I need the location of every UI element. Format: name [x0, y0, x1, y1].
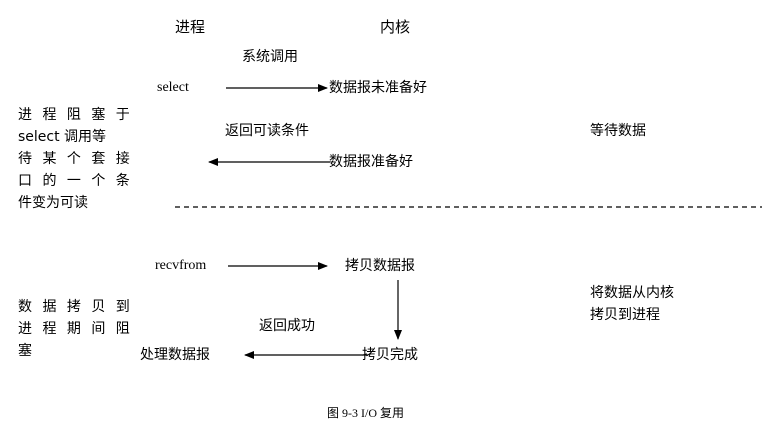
- select-blocking-note-line: 进 程 阻 塞 于: [18, 107, 133, 123]
- select-call-label: select: [157, 80, 189, 95]
- copy-blocking-note-line: 数 据 拷 贝 到: [18, 299, 133, 315]
- recvfrom-call-label: recvfrom: [155, 258, 207, 273]
- select-blocking-note-line: 件变为可读: [18, 195, 88, 211]
- syscall-label: 系统调用: [242, 49, 298, 65]
- kernel-wait-data-label: 等待数据: [590, 123, 646, 139]
- process-datagram-label: 处理数据报: [140, 347, 210, 363]
- copy-blocking-note-line: 塞: [18, 343, 35, 359]
- kernel-copy-note-line: 拷贝到进程: [590, 307, 660, 323]
- datagram-ready-label: 数据报准备好: [329, 154, 413, 170]
- select-blocking-note-line: 待 某 个 套 接: [18, 151, 133, 167]
- copy-blocking-note: 数 据 拷 贝 到 进 程 期 间 阻 塞: [18, 296, 133, 362]
- process-column-header: 进程: [175, 18, 206, 36]
- copy-done-label: 拷贝完成: [362, 347, 418, 363]
- datagram-not-ready-label: 数据报未准备好: [329, 80, 427, 96]
- kernel-copy-note-line: 将数据从内核: [590, 285, 674, 301]
- return-success-label: 返回成功: [259, 318, 315, 334]
- copy-blocking-note-line: 进 程 期 间 阻: [18, 321, 133, 337]
- figure-caption: 图 9-3 I/O 复用: [327, 406, 404, 420]
- select-blocking-note-line: 口 的 一 个 条: [18, 173, 133, 189]
- copy-datagram-label: 拷贝数据报: [345, 258, 415, 274]
- kernel-column-header: 内核: [380, 18, 411, 36]
- select-blocking-note: 进 程 阻 塞 于 select 调用等 待 某 个 套 接 口 的 一 个 条…: [18, 104, 133, 214]
- return-readable-label: 返回可读条件: [225, 123, 309, 139]
- select-blocking-note-line: select 调用等: [18, 129, 107, 145]
